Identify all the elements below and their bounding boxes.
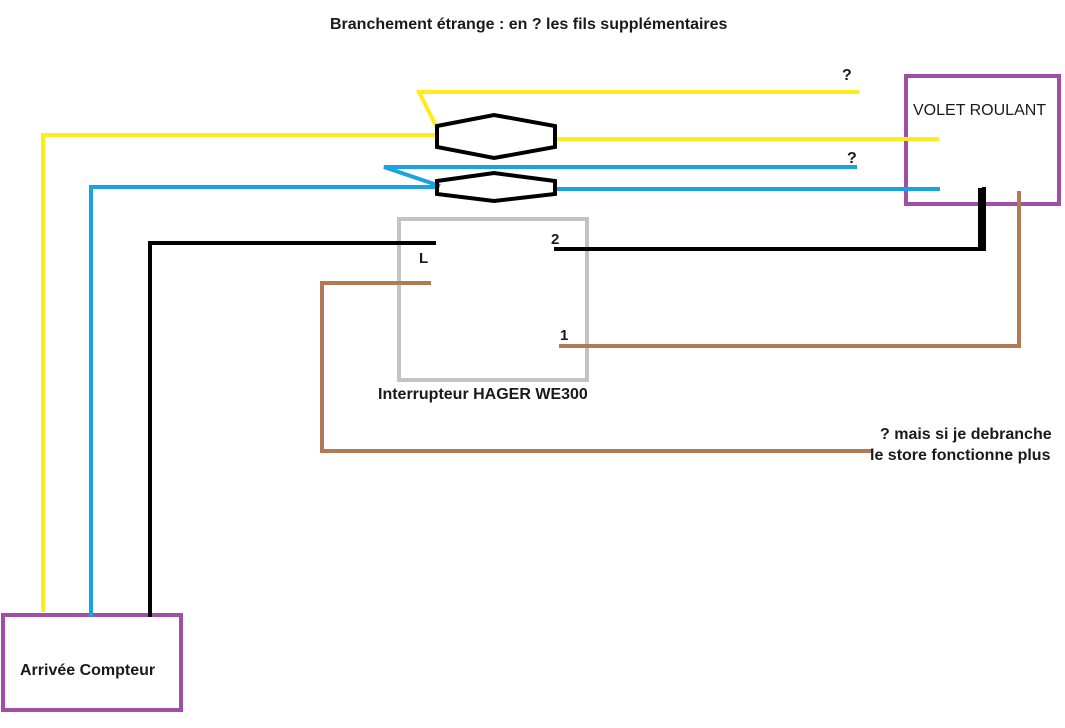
yellow-connector (435, 112, 557, 161)
terminal-L-label: L (419, 250, 428, 267)
terminal-1-label: 1 (560, 327, 568, 344)
black-wire-main (148, 241, 436, 617)
brown-wire-extra (320, 281, 873, 453)
yellow-wire-extra (415, 90, 859, 129)
blue-wire-extra (383, 165, 857, 188)
blue-connector (435, 170, 557, 204)
volet-roulant-label: VOLET ROULANT (913, 102, 1046, 119)
note-line-1: ? mais si je debranche (880, 426, 1052, 443)
yellow-wire-main (41, 133, 437, 612)
terminal-2-label: 2 (551, 231, 559, 248)
note-line-2: le store fonctionne plus (870, 447, 1051, 464)
brown-wire-1 (559, 191, 1021, 348)
black-wire-to-volet (554, 187, 986, 251)
interrupteur-box (397, 217, 589, 382)
question-blue-label: ? (847, 150, 857, 167)
blue-wire-main (89, 185, 437, 617)
question-yellow-label: ? (842, 67, 852, 84)
diagram-title: Branchement étrange : en ? les fils supp… (330, 16, 728, 33)
interrupteur-label: Interrupteur HAGER WE300 (378, 386, 588, 403)
arrivee-compteur-label: Arrivée Compteur (20, 662, 155, 679)
